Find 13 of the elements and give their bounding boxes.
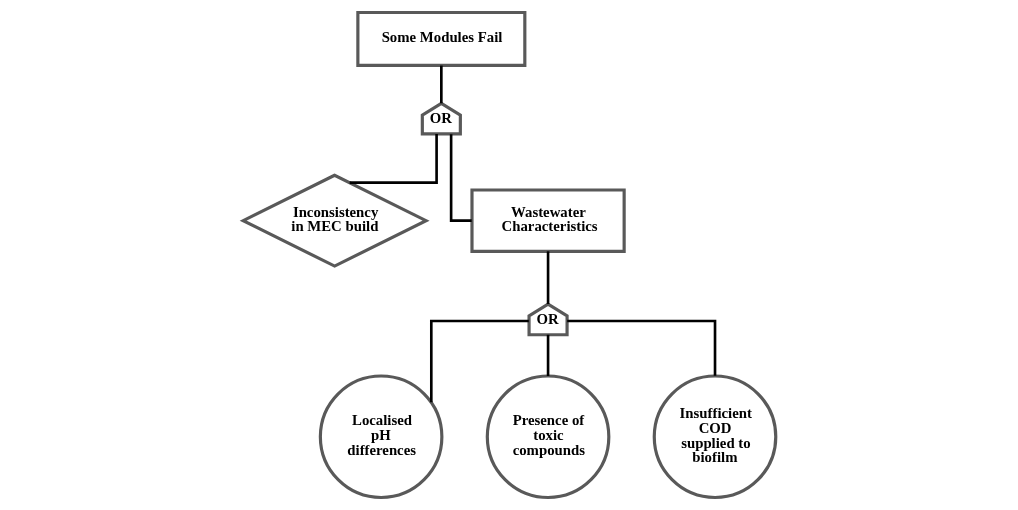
connector <box>546 251 549 304</box>
connector <box>566 319 716 376</box>
connector <box>429 319 529 403</box>
node-box: Wastewater Characteristics <box>469 188 626 253</box>
connector <box>439 65 443 104</box>
node-box: Some Modules Fail <box>355 10 526 67</box>
node-circle: Presence of toxic compounds <box>485 374 610 500</box>
node-circle: Insufficient COD supplied to biofilm <box>652 374 777 500</box>
node-circle: Localised pH differences <box>318 374 443 500</box>
connector <box>349 134 438 184</box>
connector <box>449 134 472 222</box>
node-diamond: Inconsistency in MEC build <box>239 173 430 268</box>
connector <box>546 334 549 376</box>
